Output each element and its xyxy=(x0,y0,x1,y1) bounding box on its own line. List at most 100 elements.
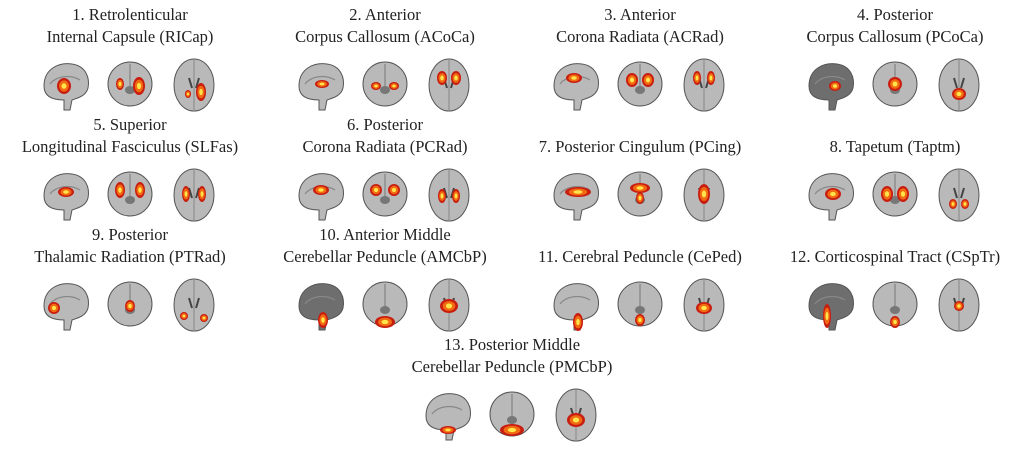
panel-title: 11. Cerebral Peduncle (CePed) xyxy=(515,224,765,268)
coronal-slice-icon xyxy=(359,56,411,114)
panel-title-line: Thalamic Radiation (PTRad) xyxy=(34,247,226,266)
axial-slice-icon xyxy=(423,276,475,334)
panel-11: 11. Cerebral Peduncle (CePed) xyxy=(515,224,765,334)
sagittal-slice-icon xyxy=(550,166,602,224)
sagittal-slice-icon xyxy=(40,276,92,334)
axial-slice-icon xyxy=(678,56,730,114)
brain-views xyxy=(770,276,1020,334)
panel-title-line: 11. Cerebral Peduncle (CePed) xyxy=(538,247,742,266)
brain-views xyxy=(5,166,255,224)
coronal-slice-icon xyxy=(869,166,921,224)
brain-views xyxy=(770,166,1020,224)
brain-views xyxy=(5,56,255,114)
panel-title-line: Corpus Callosum (PCoCa) xyxy=(806,27,984,46)
sagittal-slice-icon xyxy=(295,56,347,114)
coronal-slice-icon xyxy=(104,276,156,334)
panel-title-line: 12. Corticospinal Tract (CSpTr) xyxy=(789,247,1001,266)
coronal-slice-icon xyxy=(359,276,411,334)
panel-title-line: Cerebellar Peduncle (AMCbP) xyxy=(283,247,487,266)
coronal-slice-icon xyxy=(486,386,538,444)
sagittal-slice-icon xyxy=(805,166,857,224)
sagittal-slice-icon xyxy=(550,56,602,114)
sagittal-slice-icon xyxy=(805,276,857,334)
axial-slice-icon xyxy=(933,276,985,334)
axial-slice-icon xyxy=(168,56,220,114)
axial-slice-icon xyxy=(423,56,475,114)
panel-title-line: Cerebellar Peduncle (PMCbP) xyxy=(411,357,613,376)
coronal-slice-icon xyxy=(869,56,921,114)
sagittal-slice-icon xyxy=(295,166,347,224)
coronal-slice-icon xyxy=(614,166,666,224)
axial-slice-icon xyxy=(678,166,730,224)
panel-title-line: Corona Radiata (PCRad) xyxy=(302,137,468,156)
axial-slice-icon xyxy=(678,276,730,334)
axial-slice-icon xyxy=(168,276,220,334)
panel-title-line: 3. Anterior xyxy=(604,5,676,24)
brain-views xyxy=(387,386,637,444)
panel-title-line: 9. Posterior xyxy=(91,225,169,244)
sagittal-slice-icon xyxy=(295,276,347,334)
panel-title-line: 4. Posterior xyxy=(856,5,934,24)
panel-12: 12. Corticospinal Tract (CSpTr) xyxy=(770,224,1020,334)
panel-title-line: 6. Posterior xyxy=(346,115,424,134)
panel-title-line: Internal Capsule (RICap) xyxy=(46,27,214,46)
panel-title: 7. Posterior Cingulum (PCing) xyxy=(515,114,765,158)
panel-title-line: 10. Anterior Middle xyxy=(319,225,451,244)
axial-slice-icon xyxy=(933,166,985,224)
panel-title-line: Corona Radiata (ACRad) xyxy=(556,27,724,46)
coronal-slice-icon xyxy=(869,276,921,334)
panel-title-line: Corpus Callosum (ACoCa) xyxy=(295,27,475,46)
axial-slice-icon xyxy=(933,56,985,114)
panel-title: 12. Corticospinal Tract (CSpTr) xyxy=(770,224,1020,268)
panel-title: 8. Tapetum (Taptm) xyxy=(770,114,1020,158)
brain-views xyxy=(515,56,765,114)
panel-title-line: 2. Anterior xyxy=(349,5,421,24)
panel-8: 8. Tapetum (Taptm) xyxy=(770,114,1020,224)
coronal-slice-icon xyxy=(359,166,411,224)
panel-title-line: Longitudinal Fasciculus (SLFas) xyxy=(21,137,239,156)
panel-title-line: 7. Posterior Cingulum (PCing) xyxy=(538,137,742,156)
coronal-slice-icon xyxy=(614,56,666,114)
brain-views xyxy=(770,56,1020,114)
axial-slice-icon xyxy=(423,166,475,224)
brain-views xyxy=(5,276,255,334)
sagittal-slice-icon xyxy=(40,56,92,114)
brain-views xyxy=(515,276,765,334)
panel-title-line: 13. Posterior Middle xyxy=(443,335,581,354)
sagittal-slice-icon xyxy=(422,386,474,444)
panel-title-line: 8. Tapetum (Taptm) xyxy=(829,137,961,156)
sagittal-slice-icon xyxy=(805,56,857,114)
brain-views xyxy=(260,166,510,224)
sagittal-slice-icon xyxy=(40,166,92,224)
sagittal-slice-icon xyxy=(550,276,602,334)
brain-views xyxy=(515,166,765,224)
coronal-slice-icon xyxy=(614,276,666,334)
brain-views xyxy=(260,276,510,334)
brain-views xyxy=(260,56,510,114)
panel-7: 7. Posterior Cingulum (PCing) xyxy=(515,114,765,224)
coronal-slice-icon xyxy=(104,56,156,114)
coronal-slice-icon xyxy=(104,166,156,224)
axial-slice-icon xyxy=(168,166,220,224)
panel-title-line: 5. Superior xyxy=(93,115,167,134)
axial-slice-icon xyxy=(550,386,602,444)
panel-title-line: 1. Retrolenticular xyxy=(72,5,188,24)
